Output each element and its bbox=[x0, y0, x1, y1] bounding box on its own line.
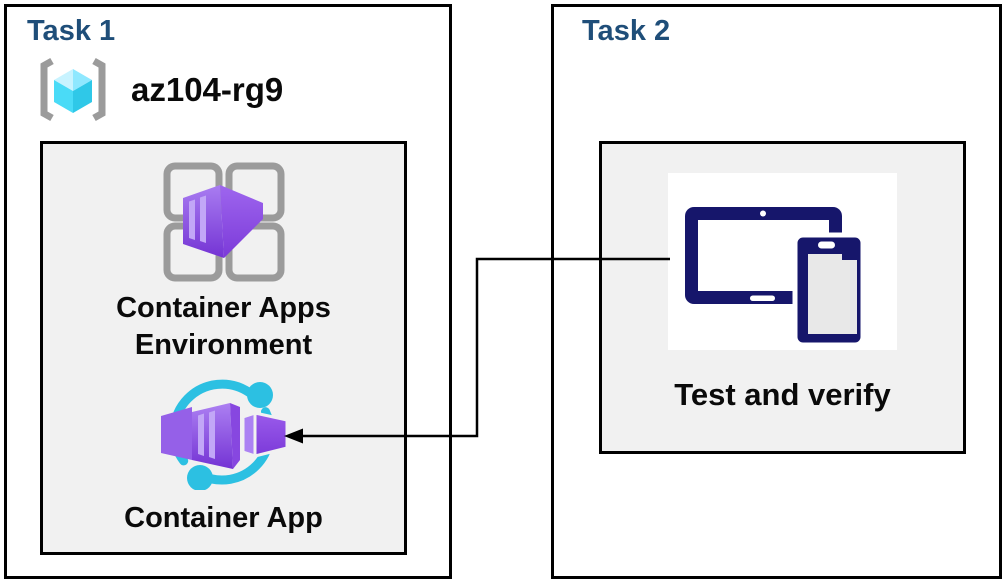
container-apps-environment-icon bbox=[163, 162, 284, 282]
container-app-label: Container App bbox=[124, 502, 323, 534]
task2-title: Task 2 bbox=[582, 15, 671, 47]
env-label-line2: Environment bbox=[134, 329, 313, 361]
container-app-icon bbox=[161, 379, 289, 490]
resource-group: az104-rg9 bbox=[31, 55, 283, 124]
container-apps-environment-panel: Container Apps Environment bbox=[40, 141, 407, 555]
resource-group-icon bbox=[40, 57, 106, 122]
devices-icon bbox=[685, 207, 866, 348]
test-and-verify-label: Test and verify bbox=[674, 377, 891, 412]
test-and-verify-panel: Test and verify bbox=[599, 141, 966, 454]
container-apps-environment-label: Container Apps Environment bbox=[116, 290, 331, 364]
devices-icon-card bbox=[668, 173, 897, 350]
task1-title: Task 1 bbox=[27, 15, 116, 47]
env-label-line1: Container Apps bbox=[116, 292, 331, 324]
task2-box: Task 2 Test and verify bbox=[551, 4, 1002, 579]
task1-box: Task 1 az104-rg9 bbox=[4, 4, 452, 579]
resource-group-name: az104-rg9 bbox=[131, 70, 284, 108]
